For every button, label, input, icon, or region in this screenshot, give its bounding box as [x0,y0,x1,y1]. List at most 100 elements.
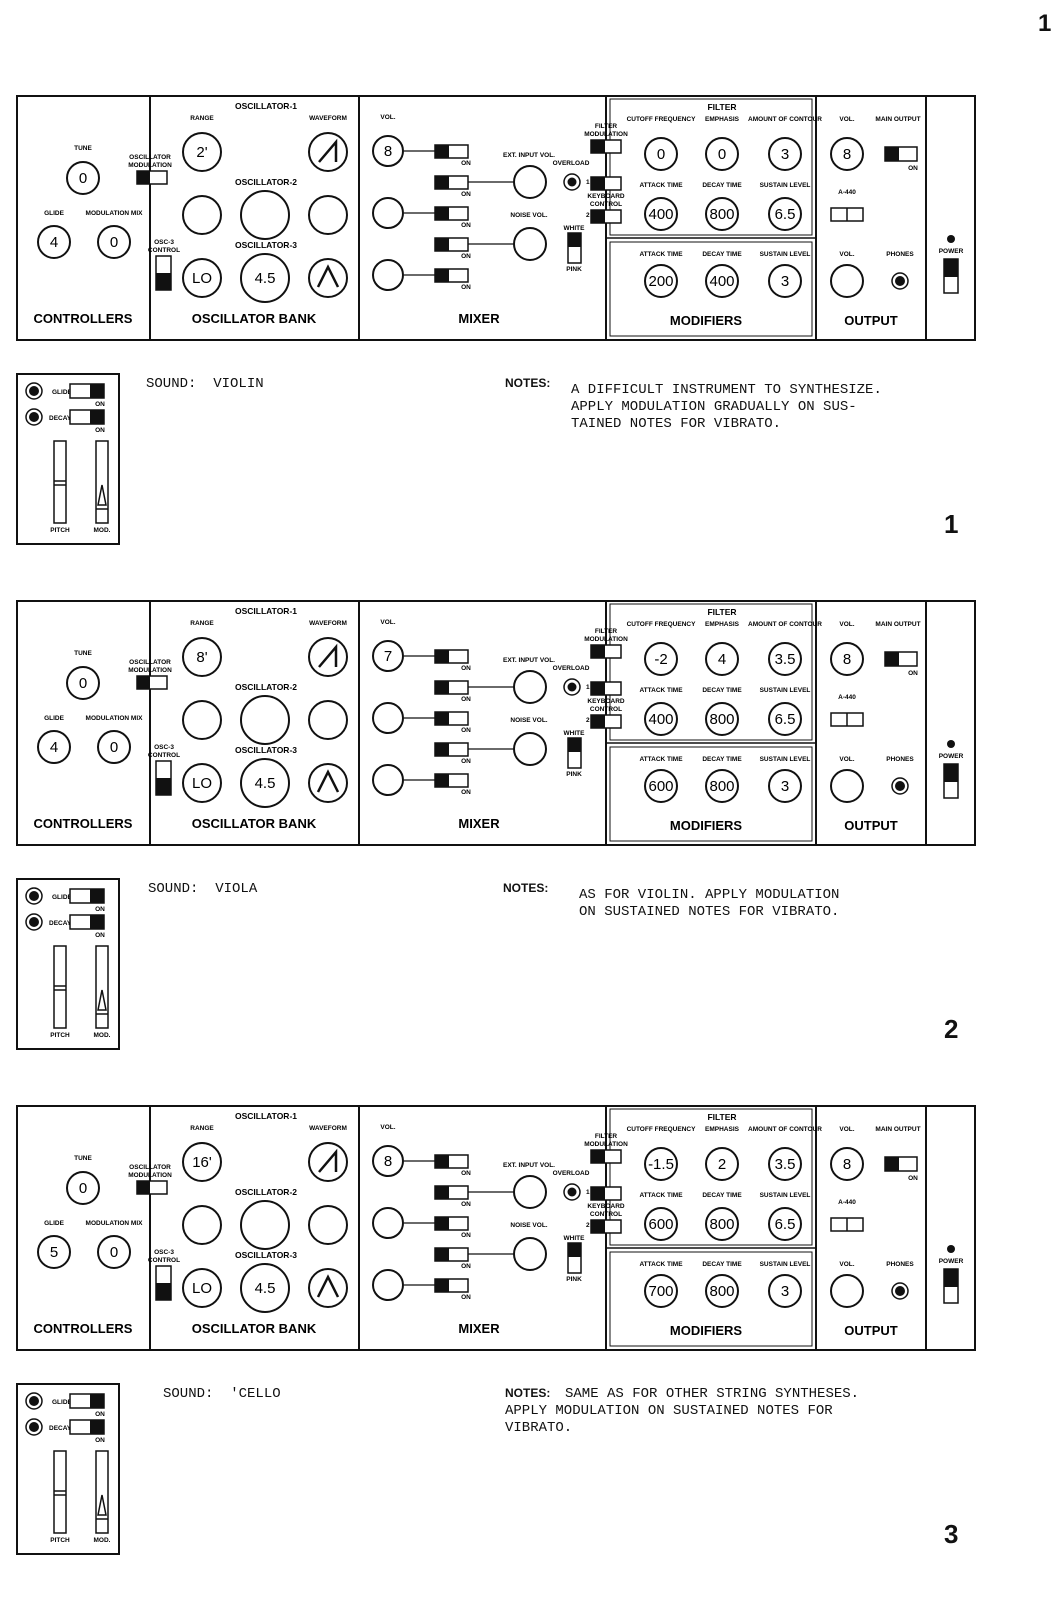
osc3-frequency-knob[interactable] [240,1263,290,1313]
loudness-attack-knob[interactable] [644,769,678,803]
main-vol-knob[interactable] [830,137,864,171]
loudness-sustain-knob[interactable] [768,1274,802,1308]
filter-attack-knob[interactable] [644,197,678,231]
filter-mod-label-2: MODULATION [584,131,628,138]
mod-wheel[interactable] [95,440,109,524]
tune-knob[interactable] [66,1171,100,1205]
osc3-vol-knob[interactable] [372,259,404,291]
contour-amount-knob[interactable] [768,642,802,676]
osc3-frequency-knob[interactable] [240,758,290,808]
filter-sustain-knob[interactable] [768,197,802,231]
osc1-range-knob[interactable] [182,132,222,172]
main-vol-value: 8 [843,651,851,668]
osc2-vol-knob[interactable] [372,1207,404,1239]
lamp-center [567,682,577,692]
phones-vol-knob[interactable] [830,264,864,298]
osc2-range-knob[interactable] [182,1205,222,1245]
loudness-decay-knob[interactable] [705,769,739,803]
cutoff-frequency-knob[interactable] [644,137,678,171]
osc2-waveform-knob[interactable] [308,1205,348,1245]
contour-amount-knob[interactable] [768,137,802,171]
filter-decay-knob[interactable] [705,702,739,736]
osc2-range-knob[interactable] [182,700,222,740]
osc2-waveform-knob[interactable] [308,195,348,235]
noise-vol-knob[interactable] [513,227,547,261]
osc3-waveform-knob[interactable] [308,763,348,803]
osc1-range-knob[interactable] [182,1142,222,1182]
synth-panel: CONTROLLERS OSCILLATOR BANK MIXER MODIFI… [16,95,976,341]
on-label: ON [95,1437,105,1444]
osc2-frequency-knob[interactable] [240,190,290,240]
noise-vol-knob[interactable] [513,732,547,766]
osc2-waveform-knob[interactable] [308,700,348,740]
main-vol-knob[interactable] [830,642,864,676]
white-label: WHITE [564,730,586,737]
filter-decay-knob[interactable] [705,1207,739,1241]
cutoff-frequency-knob[interactable] [644,1147,678,1181]
osc2-frequency-knob[interactable] [240,695,290,745]
pitch-wheel[interactable] [53,1450,67,1534]
cutoff-frequency-knob[interactable] [644,642,678,676]
filter-sustain-value: 6.5 [775,711,796,728]
osc2-range-knob[interactable] [182,195,222,235]
mod-wheel[interactable] [95,1450,109,1534]
pitch-wheel[interactable] [53,945,67,1029]
modulation-mix-knob[interactable] [97,225,131,259]
loudness-sustain-knob[interactable] [768,264,802,298]
ext-input-vol-knob[interactable] [513,1175,547,1209]
main-vol-knob[interactable] [830,1147,864,1181]
pitch-wheel[interactable] [53,440,67,524]
osc3-range-knob[interactable] [182,763,222,803]
emphasis-knob[interactable] [705,137,739,171]
contour-amount-knob[interactable] [768,1147,802,1181]
osc1-vol-knob[interactable] [372,640,404,672]
mod-wheel[interactable] [95,945,109,1029]
modulation-mix-knob[interactable] [97,1235,131,1269]
osc2-vol-knob[interactable] [372,197,404,229]
osc3-control-label-2: CONTROL [148,752,180,759]
osc3-range-knob[interactable] [182,1268,222,1308]
performance-panel-diagram: GLIDE ON DECAY ON PITCH MOD. [16,373,120,545]
osc3-vol-knob[interactable] [372,764,404,796]
switch-paddle [156,778,171,795]
glide-knob[interactable] [37,730,71,764]
tune-knob[interactable] [66,161,100,195]
loudness-attack-knob[interactable] [644,1274,678,1308]
noise-vol-knob[interactable] [513,1237,547,1271]
glide-knob[interactable] [37,225,71,259]
phones-vol-knob[interactable] [830,769,864,803]
filter-attack-knob[interactable] [644,702,678,736]
osc1-vol-knob[interactable] [372,135,404,167]
loudness-decay-knob[interactable] [705,1274,739,1308]
osc2-frequency-knob[interactable] [240,1200,290,1250]
emphasis-knob[interactable] [705,642,739,676]
loudness-sustain-knob[interactable] [768,769,802,803]
emphasis-knob[interactable] [705,1147,739,1181]
osc3-waveform-knob[interactable] [308,258,348,298]
filter-sustain-knob[interactable] [768,1207,802,1241]
osc1-vol-knob[interactable] [372,1145,404,1177]
glide-knob[interactable] [37,1235,71,1269]
ext-input-vol-knob[interactable] [513,165,547,199]
osc-mod-label-2: MODULATION [128,667,172,674]
ext-input-vol-knob[interactable] [513,670,547,704]
tune-knob[interactable] [66,666,100,700]
osc3-waveform-knob[interactable] [308,1268,348,1308]
loudness-decay-knob[interactable] [705,264,739,298]
filter-attack-knob[interactable] [644,1207,678,1241]
osc2-vol-knob[interactable] [372,702,404,734]
filter-label: FILTER [707,1112,736,1122]
switch-paddle [568,1243,581,1257]
osc3-vol-knob[interactable] [372,1269,404,1301]
osc3-range-knob[interactable] [182,258,222,298]
filter-attack-value: 600 [648,1216,673,1233]
filter-decay-knob[interactable] [705,197,739,231]
filter-attack-value: 400 [648,711,673,728]
loudness-attack-knob[interactable] [644,264,678,298]
osc1-range-knob[interactable] [182,637,222,677]
filter-sustain-knob[interactable] [768,702,802,736]
osc3-frequency-knob[interactable] [240,253,290,303]
wheel-arrow-icon [97,989,107,1011]
phones-vol-knob[interactable] [830,1274,864,1308]
modulation-mix-knob[interactable] [97,730,131,764]
